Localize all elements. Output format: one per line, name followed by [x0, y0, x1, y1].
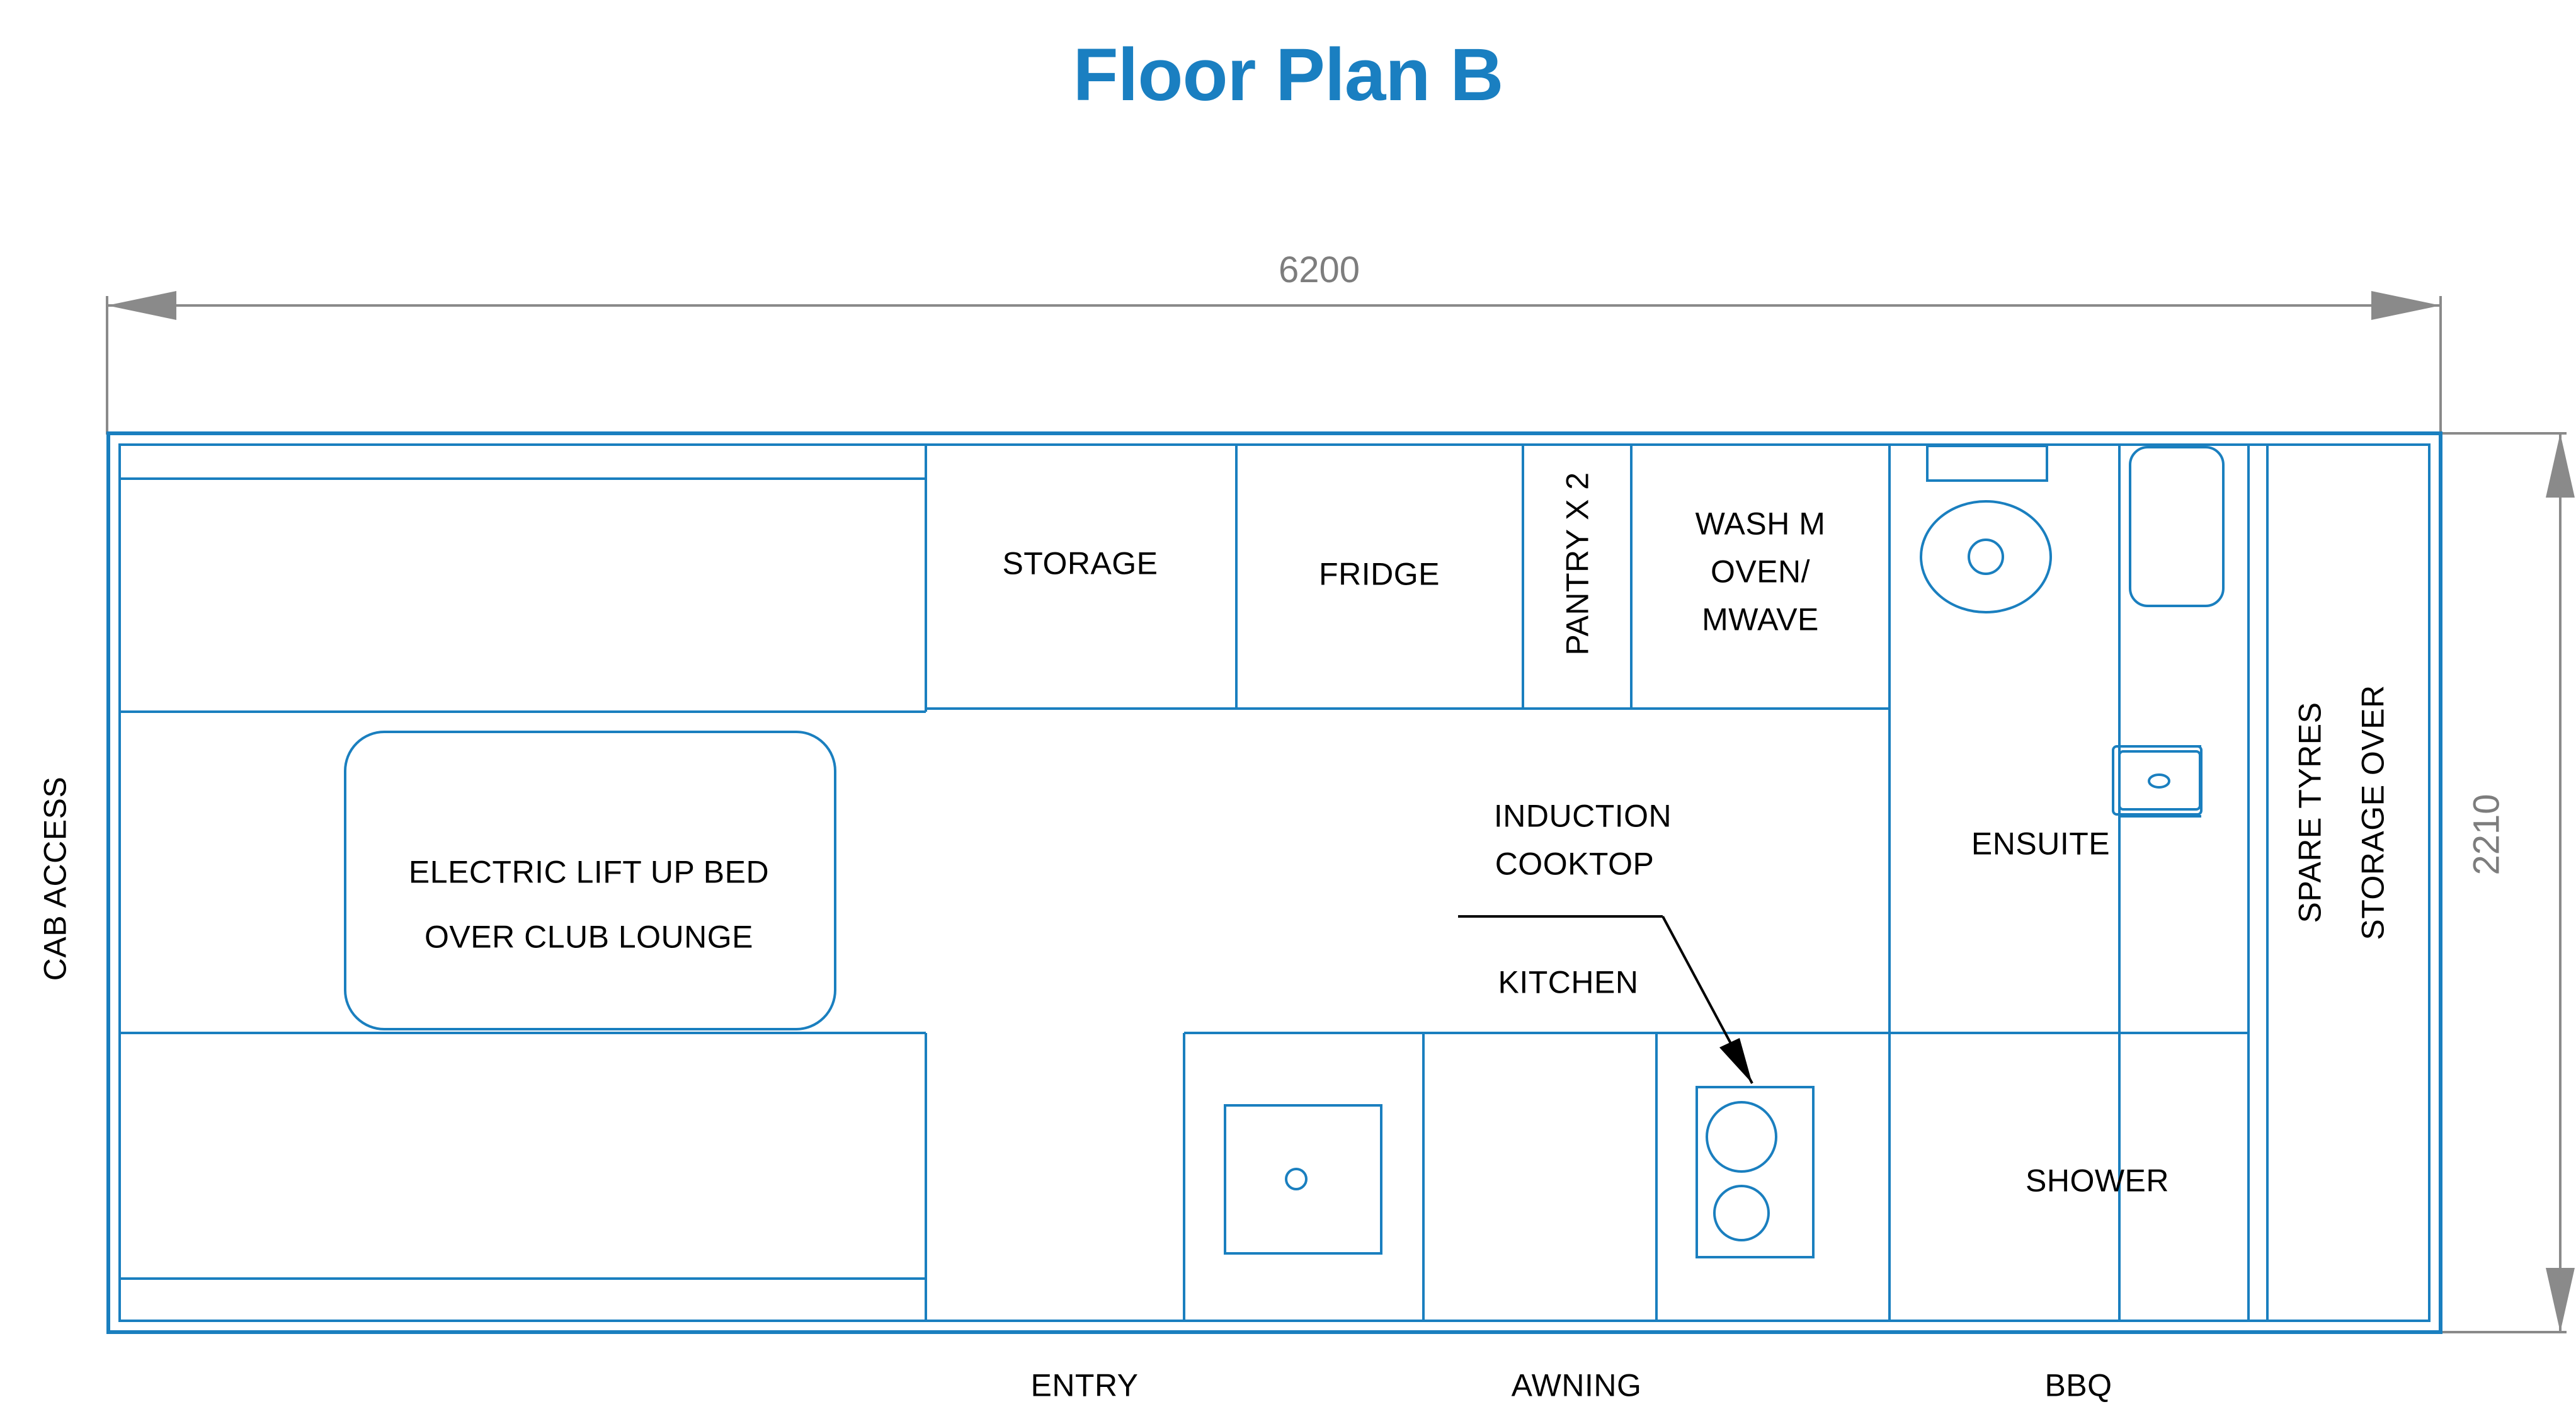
cooktop-leader	[1458, 915, 1753, 1084]
cooktop-burner-small	[1713, 1185, 1770, 1241]
dimension-width-2210	[2441, 432, 2575, 1333]
label-storage-over: STORAGE OVER	[2355, 685, 2391, 940]
room-label-kitchen: KITCHEN	[1498, 964, 1639, 1000]
dimension-label-length: 6200	[1279, 249, 1360, 290]
shower-cubicle-outline	[2129, 446, 2225, 607]
annotation-cooktop: COOKTOP	[1495, 846, 1655, 882]
basin-drain	[2148, 773, 2170, 789]
basin-bowl	[2118, 750, 2201, 811]
room-label-oven: OVEN/	[1710, 554, 1811, 590]
ensuite-block	[1888, 445, 2269, 1321]
room-label-ensuite: ENSUITE	[1971, 826, 2111, 862]
cooktop-burner-large	[1706, 1101, 1777, 1173]
basin-surround	[2112, 745, 2203, 816]
room-label-storage: STORAGE	[1002, 545, 1158, 581]
label-spare-tyres: SPARE TYRES	[2292, 702, 2328, 923]
toilet-bowl	[1920, 500, 2052, 613]
dimension-length-6200	[106, 291, 2442, 435]
cooktop-outline	[1695, 1086, 1815, 1258]
page-title: Floor Plan B	[1073, 33, 1504, 117]
room-label-washm: WASH M	[1695, 506, 1826, 542]
room-label-bed-line1: ELECTRIC LIFT UP BED	[408, 854, 770, 890]
room-label-shower: SHOWER	[2026, 1163, 2169, 1199]
outer-wall	[106, 431, 2442, 1334]
sink-drain	[1285, 1168, 1308, 1190]
label-awning: AWNING	[1511, 1367, 1642, 1403]
room-label-mwave: MWAVE	[1702, 602, 1819, 637]
toilet-cistern	[1926, 445, 2048, 482]
label-entry: ENTRY	[1030, 1367, 1139, 1403]
room-label-bed-line2: OVER CLUB LOUNGE	[424, 919, 754, 955]
dimension-label-width: 2210	[2466, 794, 2507, 875]
sink-bowl	[1224, 1104, 1382, 1255]
annotation-induction: INDUCTION	[1493, 798, 1672, 834]
label-bbq: BBQ	[2044, 1367, 2112, 1403]
label-cab-access: CAB ACCESS	[37, 776, 73, 981]
room-label-fridge: FRIDGE	[1319, 556, 1440, 592]
kitchen-bench-run	[1183, 1032, 1889, 1321]
lift-up-bed-outline	[344, 731, 836, 1030]
room-label-pantry: PANTRY X 2	[1559, 472, 1595, 656]
toilet-bowl-inner	[1968, 539, 2004, 575]
